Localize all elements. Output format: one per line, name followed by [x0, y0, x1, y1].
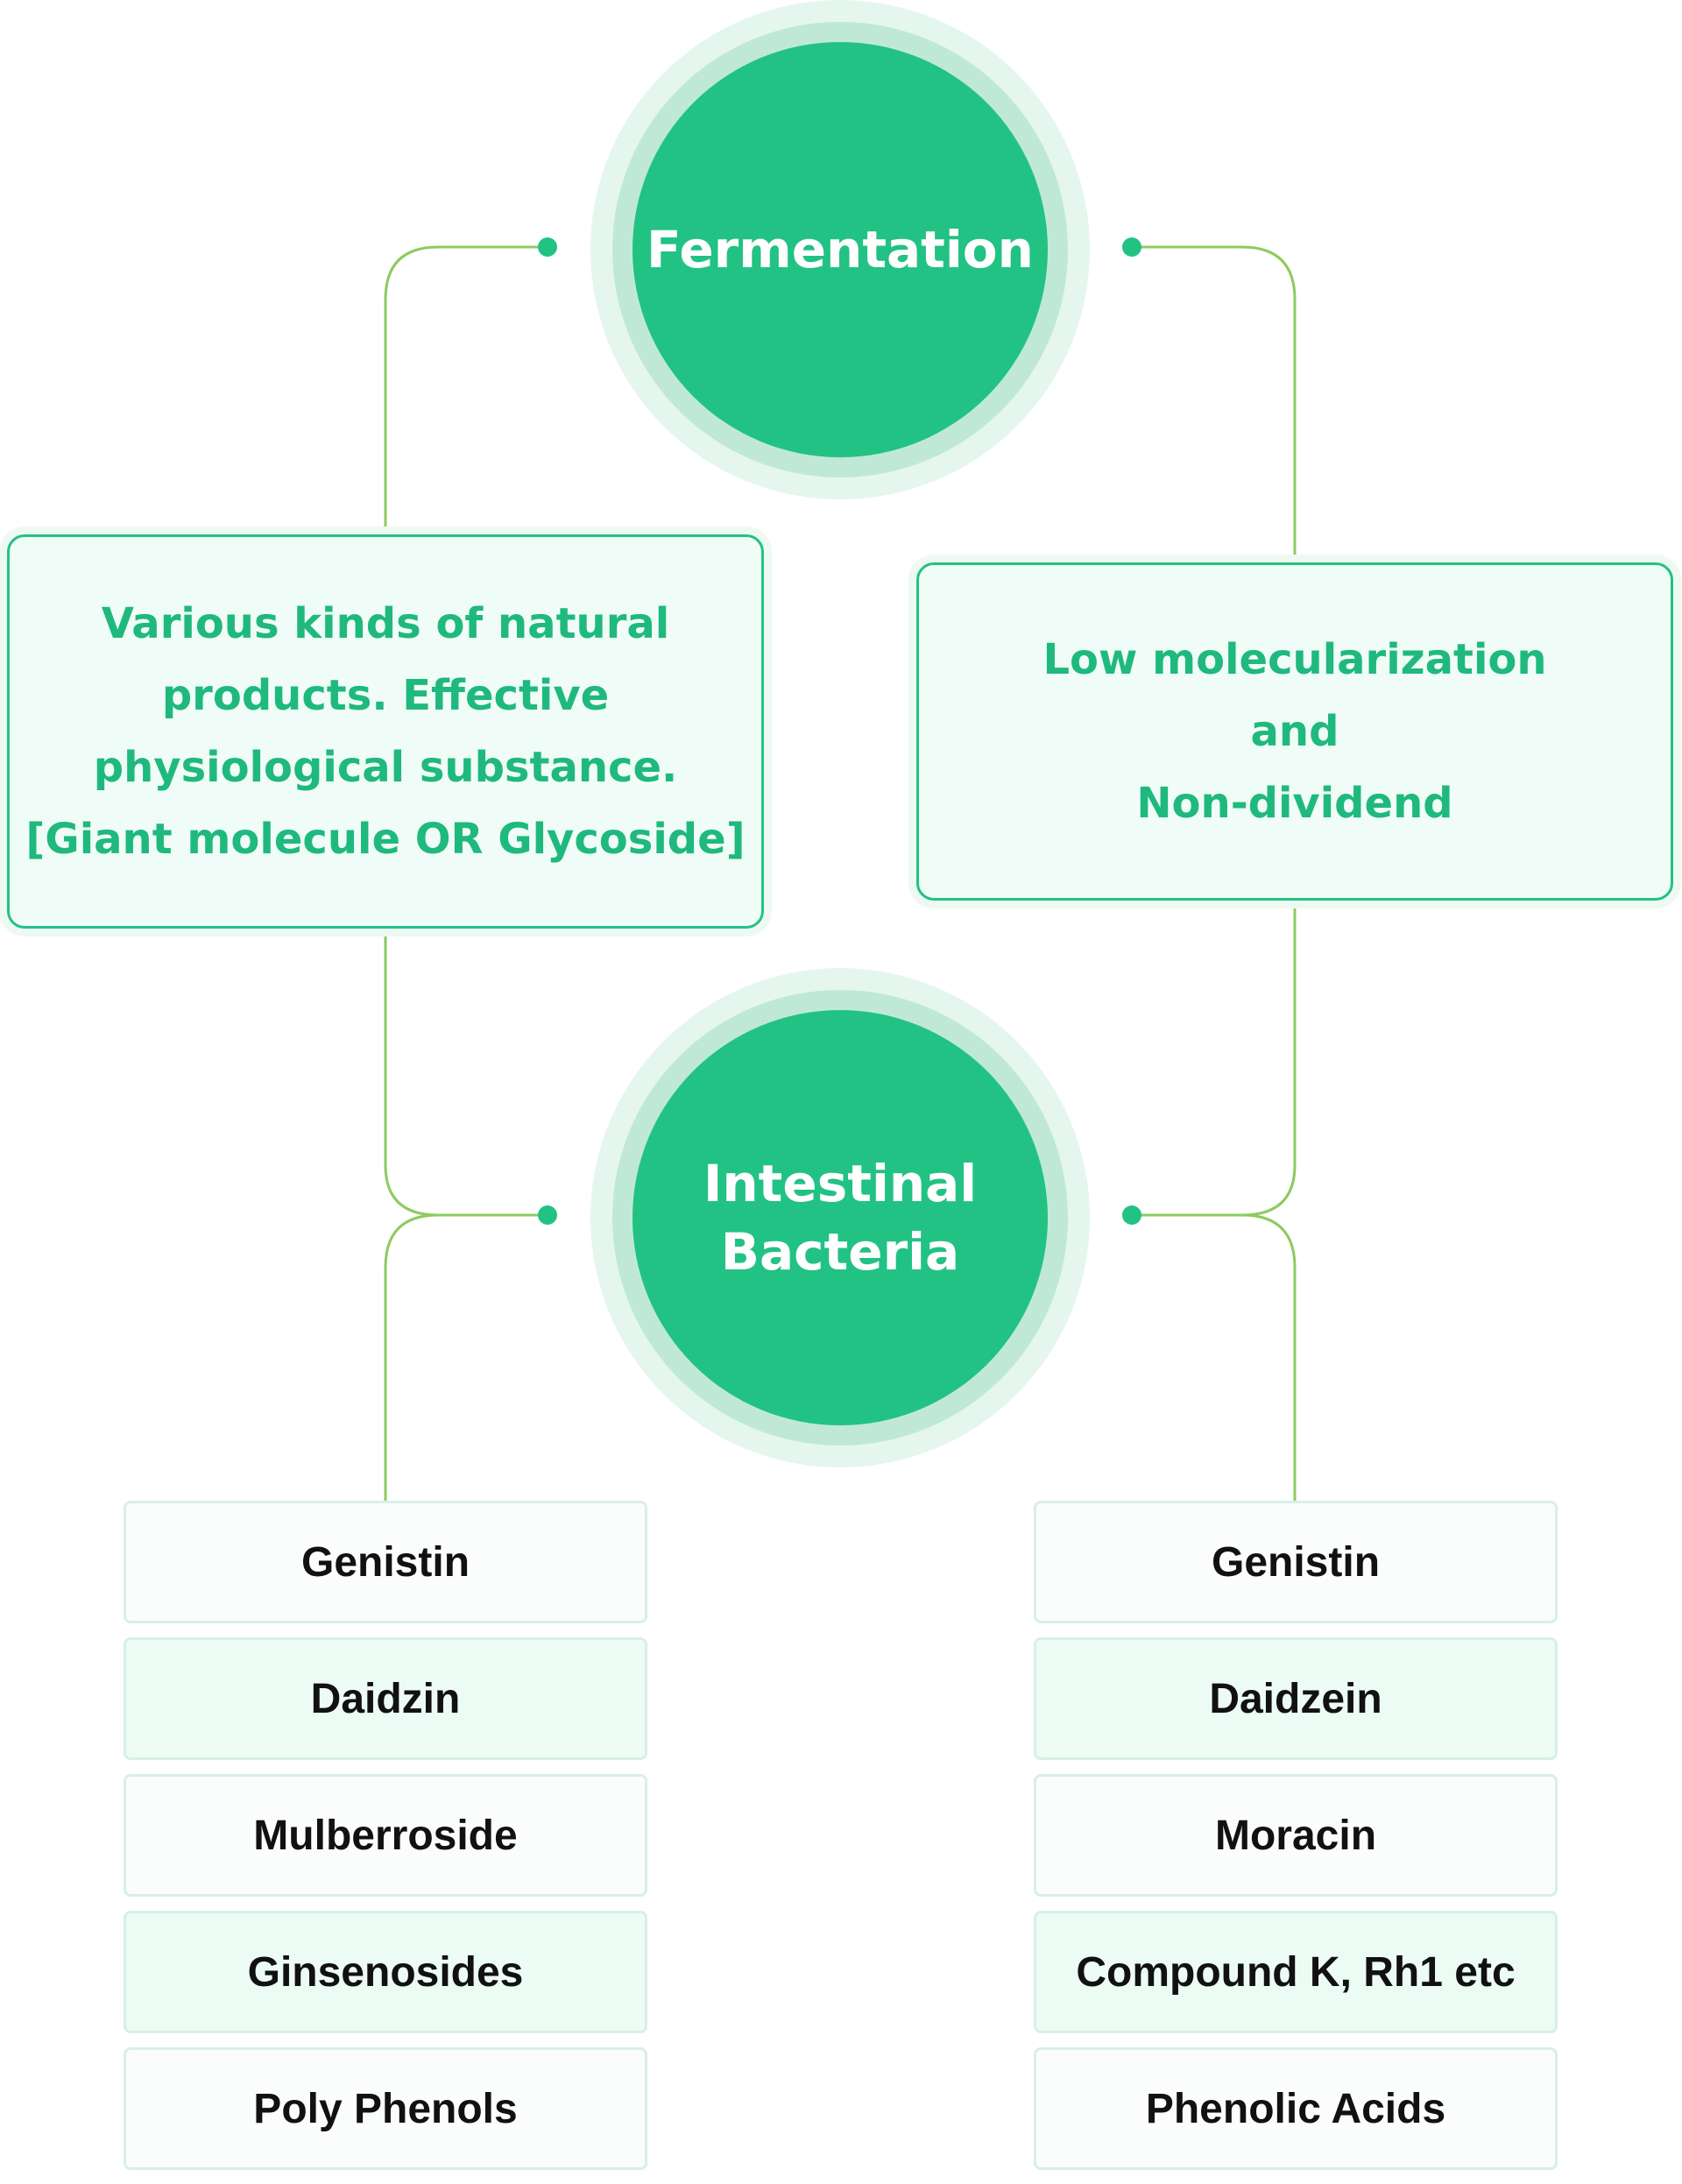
fermentation-node: Fermentation — [590, 0, 1090, 499]
connector-dot-top-right — [1122, 237, 1141, 257]
list-item: Poly Phenols — [124, 2047, 647, 2170]
list-item: Genistin — [124, 1501, 647, 1623]
list-item: Compound K, Rh1 etc — [1034, 1911, 1558, 2033]
list-item: Ginsenosides — [124, 1911, 647, 2033]
list-item: Daidzin — [124, 1637, 647, 1760]
intestinal-bacteria-label: Intestinal Bacteria — [703, 1154, 978, 1282]
bacteria-circle: Intestinal Bacteria — [633, 1010, 1048, 1425]
list-item: Moracin — [1034, 1774, 1558, 1897]
left-info-text: Various kinds of natural products. Effec… — [25, 599, 746, 864]
right-info-text: Low molecularization and Non-dividend — [1042, 635, 1547, 828]
list-item: Phenolic Acids — [1034, 2047, 1558, 2170]
left-info-box: Various kinds of natural products. Effec… — [7, 534, 764, 929]
list-item: Genistin — [1034, 1501, 1558, 1623]
list-item: Daidzein — [1034, 1637, 1558, 1760]
intestinal-bacteria-node: Intestinal Bacteria — [590, 968, 1090, 1467]
fermentation-circle: Fermentation — [633, 42, 1048, 457]
connector-dot-bottom-left — [538, 1205, 557, 1225]
connector-dot-bottom-right — [1122, 1205, 1141, 1225]
left-item-list: Genistin Daidzin Mulberroside Ginsenosid… — [124, 1501, 647, 2184]
list-item: Mulberroside — [124, 1774, 647, 1897]
right-info-box: Low molecularization and Non-dividend — [916, 562, 1673, 901]
right-item-list: Genistin Daidzein Moracin Compound K, Rh… — [1034, 1501, 1558, 2184]
fermentation-label: Fermentation — [647, 220, 1034, 279]
connector-dot-top-left — [538, 237, 557, 257]
